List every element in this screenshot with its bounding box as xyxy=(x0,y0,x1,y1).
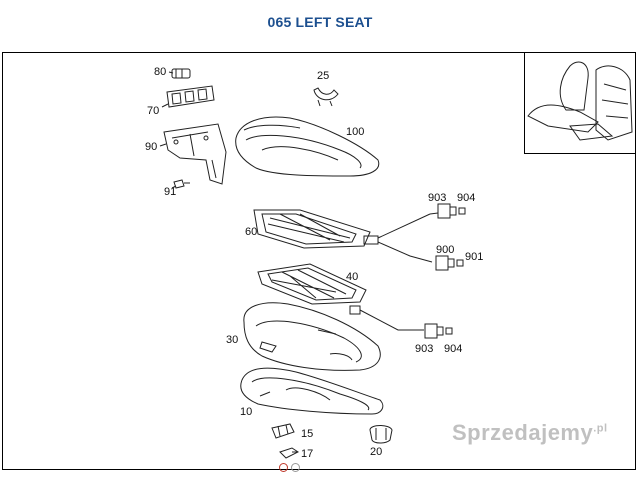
image-pager[interactable] xyxy=(279,459,303,477)
label-100: 100 xyxy=(346,126,364,138)
label-20: 20 xyxy=(370,446,382,458)
label-91: 91 xyxy=(164,186,176,198)
part-17 xyxy=(279,447,299,459)
part-80 xyxy=(171,68,191,79)
label-80: 80 xyxy=(154,66,166,78)
label-40: 40 xyxy=(346,271,358,283)
seat-overview-drawing xyxy=(527,61,633,141)
part-100-cushion xyxy=(235,116,380,177)
part-40-sensor-mat xyxy=(257,263,367,305)
label-25: 25 xyxy=(317,70,329,82)
label-70: 70 xyxy=(147,105,159,117)
seat-overview-inset xyxy=(524,52,636,154)
part-903-904-top xyxy=(437,203,466,219)
pager-dot[interactable] xyxy=(291,463,300,473)
watermark-logo: Sprzedajemy.pl xyxy=(452,420,608,446)
part-25 xyxy=(313,87,339,107)
label-90: 90 xyxy=(145,141,157,153)
watermark-text: Sprzedajemy xyxy=(452,420,594,445)
label-15: 15 xyxy=(301,428,313,440)
part-90 xyxy=(163,123,227,185)
part-20 xyxy=(369,425,393,444)
pager-dot-active[interactable] xyxy=(279,463,288,473)
label-900: 900 xyxy=(436,244,454,256)
label-30: 30 xyxy=(226,334,238,346)
watermark-suffix: .pl xyxy=(593,422,608,435)
part-70 xyxy=(166,85,215,108)
part-15 xyxy=(271,423,295,439)
label-60: 60 xyxy=(245,226,257,238)
label-901: 901 xyxy=(465,251,483,263)
part-91 xyxy=(173,179,190,189)
label-17: 17 xyxy=(301,448,313,460)
part-10-seat-pan xyxy=(240,367,384,415)
part-30-foam xyxy=(243,302,381,371)
label-904-top: 904 xyxy=(457,192,475,204)
label-904-bottom: 904 xyxy=(444,343,462,355)
label-903-top: 903 xyxy=(428,192,446,204)
label-10: 10 xyxy=(240,406,252,418)
part-903-904-bottom xyxy=(424,323,453,339)
label-903-bottom: 903 xyxy=(415,343,433,355)
diagram-frame xyxy=(2,52,636,470)
part-60-heating-mat xyxy=(253,209,371,249)
page-title: 065 LEFT SEAT xyxy=(267,14,373,30)
part-900-901 xyxy=(435,255,464,271)
